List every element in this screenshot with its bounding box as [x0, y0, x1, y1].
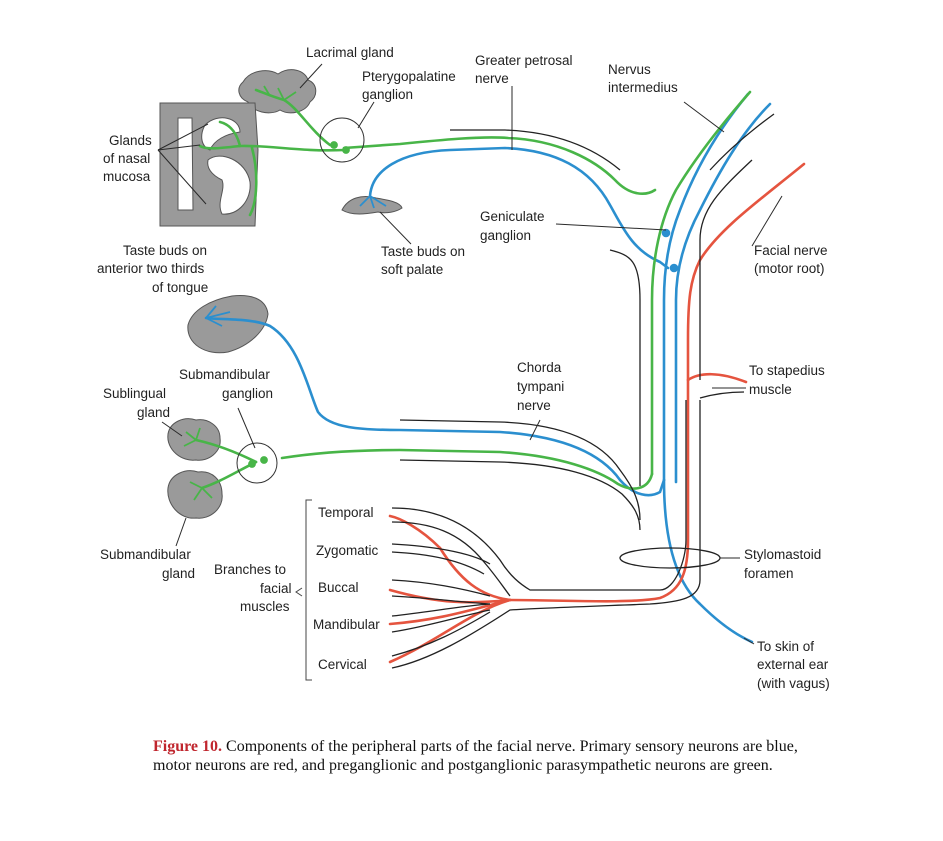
label-facial-motor-1: Facial nerve — [754, 243, 828, 258]
soft-palate-shape — [341, 196, 403, 215]
label-skin-1: To skin of — [757, 639, 814, 654]
submandibular-gland-shape — [167, 470, 223, 519]
pterygopalatine-ganglion — [319, 117, 365, 163]
label-geniculate-2: ganglion — [480, 228, 531, 243]
red-motor-root — [508, 162, 806, 603]
label-nervus-2: intermedius — [608, 80, 678, 95]
blue-chorda — [204, 316, 666, 497]
blue-trunk-right — [674, 102, 772, 484]
label-taste-soft-1: Taste buds on — [381, 244, 465, 259]
lacrimal-gland-shape — [238, 69, 317, 114]
label-sublingual-1: Sublingual — [103, 386, 166, 401]
label-submandibular-gland-1: Submandibular — [100, 547, 191, 562]
green-to-salivary — [194, 438, 258, 464]
label-submandibular-gland-2: gland — [162, 566, 195, 581]
stylomastoid-foramen-ring — [619, 547, 721, 569]
tongue-shape — [187, 295, 269, 354]
label-geniculate-1: Geniculate — [480, 209, 545, 224]
label-glands-1: Glands — [109, 133, 152, 148]
label-glands-3: mucosa — [103, 169, 151, 184]
label-stylomastoid-1: Stylomastoid — [744, 547, 821, 562]
label-chorda-1: Chorda — [517, 360, 562, 375]
green-greater-petrosal — [342, 136, 657, 195]
label-greater-petrosal-2: nerve — [475, 71, 509, 86]
label-branches-3: muscles — [240, 599, 290, 614]
label-buccal: Buccal — [318, 580, 359, 595]
tissues — [159, 69, 403, 519]
label-zygomatic: Zygomatic — [316, 543, 379, 558]
green-trunk — [650, 90, 752, 476]
label-cervical: Cervical — [318, 657, 367, 672]
motor-fibers — [388, 162, 806, 664]
figure-label: Figure 10. — [153, 738, 223, 755]
leader-lines — [157, 63, 783, 681]
label-skin-3: (with vagus) — [757, 676, 830, 691]
label-stylomastoid-2: foramen — [744, 566, 794, 581]
submandibular-ganglion — [236, 442, 278, 484]
label-greater-petrosal-1: Greater petrosal — [475, 53, 573, 68]
label-branches-1: Branches to — [214, 562, 286, 577]
label-pterygopalatine-1: Pterygopalatine — [362, 69, 456, 84]
label-stapedius-1: To stapedius — [749, 363, 825, 378]
label-pterygopalatine-2: ganglion — [362, 87, 413, 102]
blue-trunk-left — [662, 92, 750, 482]
label-branches-2: facial — [260, 581, 292, 596]
label-mandibular: Mandibular — [313, 617, 380, 632]
label-submandibular-ganglion-1: Submandibular — [179, 367, 270, 382]
caption-text: Components of the peripheral parts of th… — [153, 738, 798, 774]
blue-to-ear — [662, 478, 754, 644]
label-chorda-2: tympani — [517, 379, 564, 394]
label-taste-soft-2: soft palate — [381, 262, 443, 277]
green-to-nasal — [198, 144, 346, 152]
label-taste-anterior-1: Taste buds on — [123, 243, 207, 258]
label-taste-anterior-3: of tongue — [152, 280, 208, 295]
sensory-fibers — [204, 92, 772, 644]
label-stapedius-2: muscle — [749, 382, 792, 397]
label-submandibular-ganglion-2: ganglion — [222, 386, 273, 401]
label-taste-anterior-2: anterior two thirds — [97, 261, 205, 276]
label-lacrimal-gland: Lacrimal gland — [306, 45, 394, 60]
green-chorda — [280, 448, 654, 490]
label-facial-motor-2: (motor root) — [754, 261, 825, 276]
labels: Lacrimal gland Greater petrosal nerve Pt… — [97, 45, 830, 691]
label-chorda-3: nerve — [517, 398, 551, 413]
blue-greater-petrosal — [368, 146, 670, 270]
label-nervus-1: Nervus — [608, 62, 651, 77]
label-glands-2: of nasal — [103, 151, 150, 166]
label-sublingual-2: gland — [137, 405, 170, 420]
label-temporal: Temporal — [318, 505, 374, 520]
figure-caption: Figure 10. Components of the peripheral … — [153, 737, 833, 775]
label-skin-2: external ear — [757, 657, 829, 672]
